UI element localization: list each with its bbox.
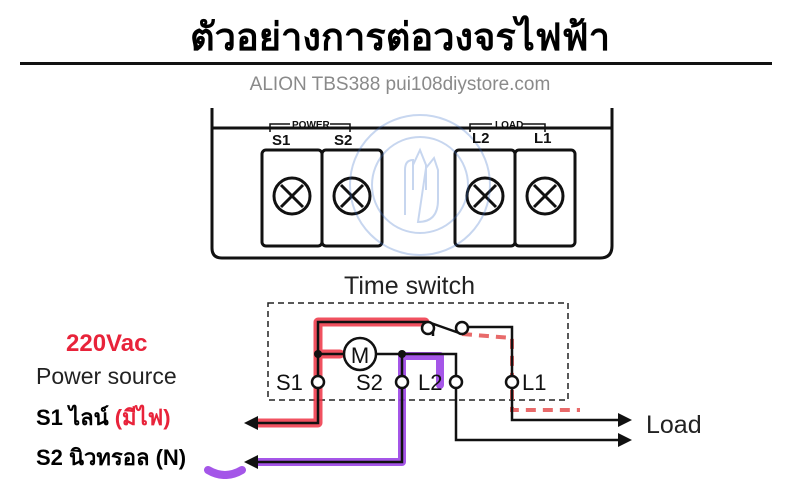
s2-prefix: S2 นิวทรอล (36, 445, 150, 470)
time-switch-box (267, 302, 569, 401)
arrow-right-icon (618, 413, 632, 427)
s2-neutral-label: S2 นิวทรอล (N) (36, 440, 186, 475)
screw-icon (272, 176, 312, 216)
circuit-lines (248, 320, 625, 464)
motor-symbol: M (342, 336, 378, 372)
load-group-label: LOAD (495, 120, 524, 131)
circuit-terminal-s1: S1 (276, 370, 303, 395)
title-divider (20, 62, 772, 65)
power-group-label: POWER (292, 120, 330, 131)
voltage-label: 220Vac (66, 330, 148, 357)
page-title: ตัวอย่างการต่อวงจรไฟฟ้า (189, 15, 611, 59)
s2-neutral-note: (N) (155, 445, 187, 470)
terminal-screws (272, 176, 565, 216)
arrow-left-icon (244, 455, 258, 469)
screw-icon (332, 176, 372, 216)
inner-terminal-circles (310, 374, 520, 390)
power-source-label: Power source (36, 363, 177, 389)
arrow-left-icon (244, 416, 258, 430)
arrows (244, 413, 632, 469)
circuit-terminal-s2: S2 (356, 370, 383, 395)
circuit-terminal-l1: L1 (522, 370, 547, 395)
screw-icon (525, 176, 565, 216)
subtitle: ALION TBS388 pui108diystore.com (249, 74, 551, 95)
watermark-logo (349, 114, 491, 256)
s1-live-note: (มีไฟ) (114, 405, 171, 430)
s1-line-label: S1 ไลน์ (มีไฟ) (36, 400, 171, 435)
terminal-label-l1: L1 (534, 130, 552, 147)
motor-label: M (351, 343, 369, 368)
switch-contacts (420, 320, 470, 336)
load-label: Load (646, 411, 702, 439)
terminal-label-s2: S2 (334, 132, 353, 149)
terminal-block (210, 108, 614, 260)
s1-prefix: S1 ไลน์ (36, 405, 109, 430)
arrow-right-icon (618, 433, 632, 447)
load-dashed-highlight (461, 332, 580, 412)
junction-dots (314, 350, 406, 358)
terminal-label-s1: S1 (272, 132, 291, 149)
time-switch-label: Time switch (344, 272, 476, 300)
neutral-wire-highlight (204, 352, 444, 479)
terminal-label-l2: L2 (472, 130, 490, 147)
circuit-terminal-l2: L2 (418, 370, 443, 395)
screw-icon (465, 176, 505, 216)
